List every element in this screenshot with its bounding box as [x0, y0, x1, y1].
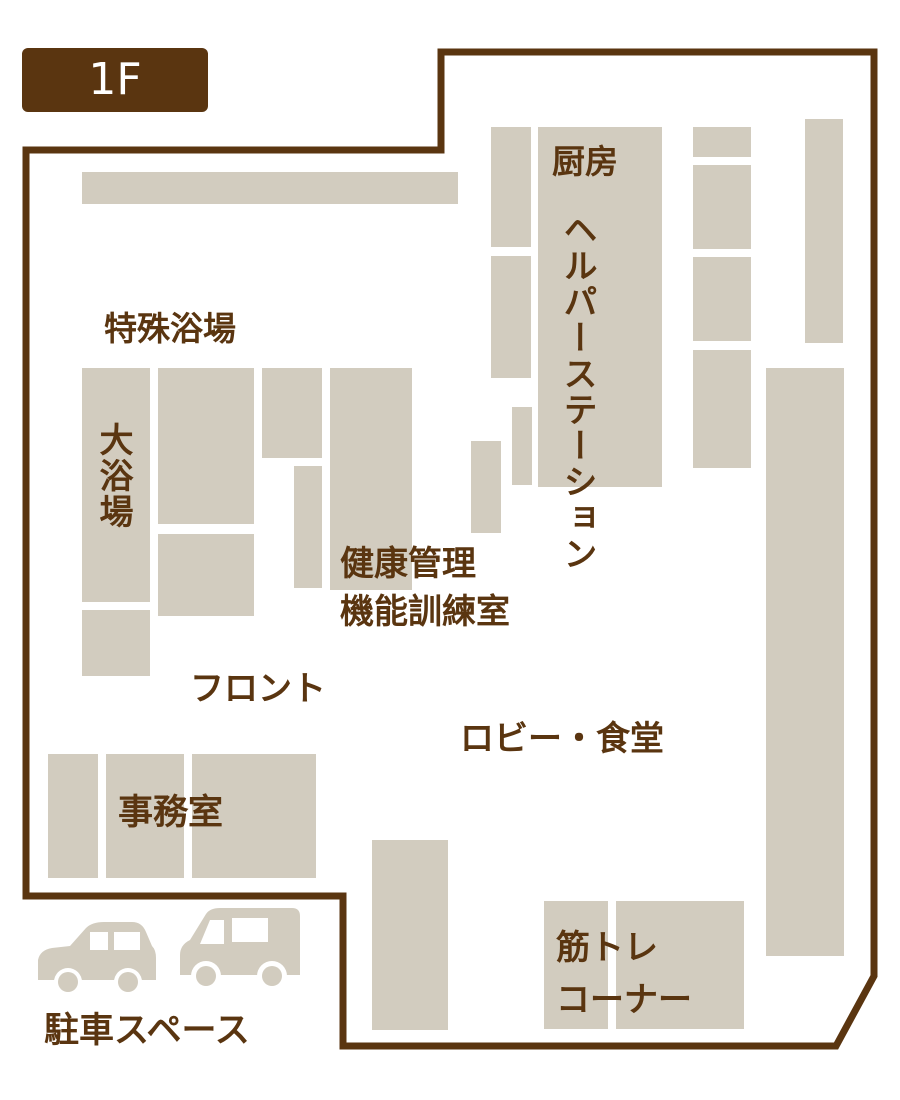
room-block — [158, 368, 254, 524]
building-outline — [22, 48, 878, 1050]
room-block — [294, 466, 322, 588]
room-block — [372, 840, 448, 1030]
room-health-training — [330, 368, 412, 590]
room-office — [192, 754, 316, 878]
room-block — [158, 534, 254, 616]
room-block — [491, 127, 531, 247]
label-parking: 駐車スペース — [44, 1011, 250, 1051]
label-large-bath: 大浴場 — [93, 422, 133, 530]
room-block — [82, 610, 150, 676]
label-office: 事務室 — [118, 793, 224, 833]
label-health-line1: 健康管理 — [340, 544, 476, 584]
sedan-car-icon — [38, 922, 156, 996]
room-block — [106, 754, 184, 878]
room-block — [471, 441, 501, 533]
label-gym-corner: 筋トレ コーナー — [556, 922, 692, 1026]
room-block — [48, 754, 98, 878]
room-block — [693, 350, 751, 468]
room-block — [693, 165, 751, 249]
label-special-bath: 特殊浴場 — [104, 309, 236, 348]
label-kitchen: 厨房 — [552, 142, 618, 181]
label-front: フロント — [190, 669, 326, 709]
room-block — [544, 901, 608, 1029]
room-block — [766, 368, 844, 956]
label-gym-line2: コーナー — [556, 980, 692, 1020]
room-block — [693, 127, 751, 157]
room-corridor-top — [82, 172, 458, 204]
label-health-line2: 機能訓練室 — [340, 592, 510, 632]
label-health-training: 健康管理 機能訓練室 — [340, 540, 510, 636]
room-gym — [616, 901, 744, 1029]
label-gym-line1: 筋トレ — [556, 928, 658, 968]
label-helper-station: ヘルパーステーション — [557, 212, 597, 572]
room-block — [262, 368, 322, 458]
room-kitchen — [538, 127, 662, 487]
van-car-icon — [180, 908, 300, 991]
room-block — [805, 119, 843, 343]
room-block — [491, 256, 531, 378]
floor-badge: 1F — [22, 48, 208, 112]
room-block — [512, 407, 532, 485]
room-large-bath — [82, 368, 150, 602]
room-block — [693, 257, 751, 341]
label-lobby-dining: ロビー・食堂 — [460, 719, 664, 759]
